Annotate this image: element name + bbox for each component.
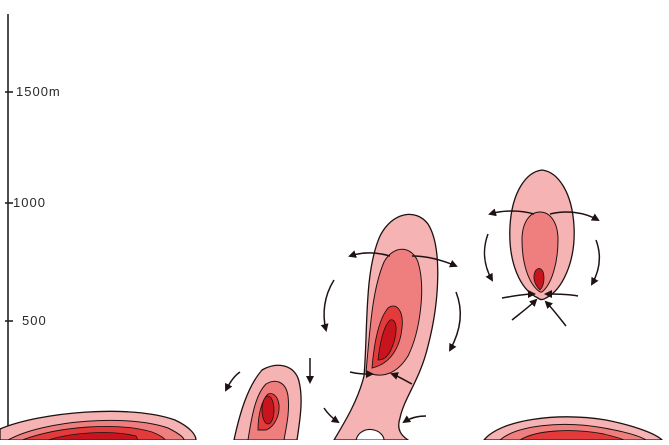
arrow-inflow-right <box>404 416 426 422</box>
thermal-detached <box>510 170 574 300</box>
arrow-column-down-right <box>450 292 460 350</box>
tick-label-500: 500 <box>22 314 47 328</box>
thermal-small-core <box>262 396 274 424</box>
arrow-bubble-in-4 <box>546 302 566 326</box>
arrow-column-down-left <box>324 280 334 330</box>
thermal-small <box>234 365 301 440</box>
tick-label-1000: 1000 <box>13 196 46 210</box>
vertical-axis <box>5 14 13 440</box>
tick-label-1500m: 1500m <box>16 85 61 99</box>
arrow-bubble-in-3 <box>512 300 536 320</box>
arrow-bubble-down-left <box>485 234 492 280</box>
arrow-left-cell <box>226 372 240 390</box>
thermal-column <box>334 214 438 440</box>
arrow-inflow-left <box>324 408 338 422</box>
ground-cell-right <box>484 417 662 440</box>
arrow-bubble-down-right <box>592 240 599 284</box>
arrow-bubble-in-1 <box>502 294 534 298</box>
ground-cell-left <box>0 411 196 440</box>
